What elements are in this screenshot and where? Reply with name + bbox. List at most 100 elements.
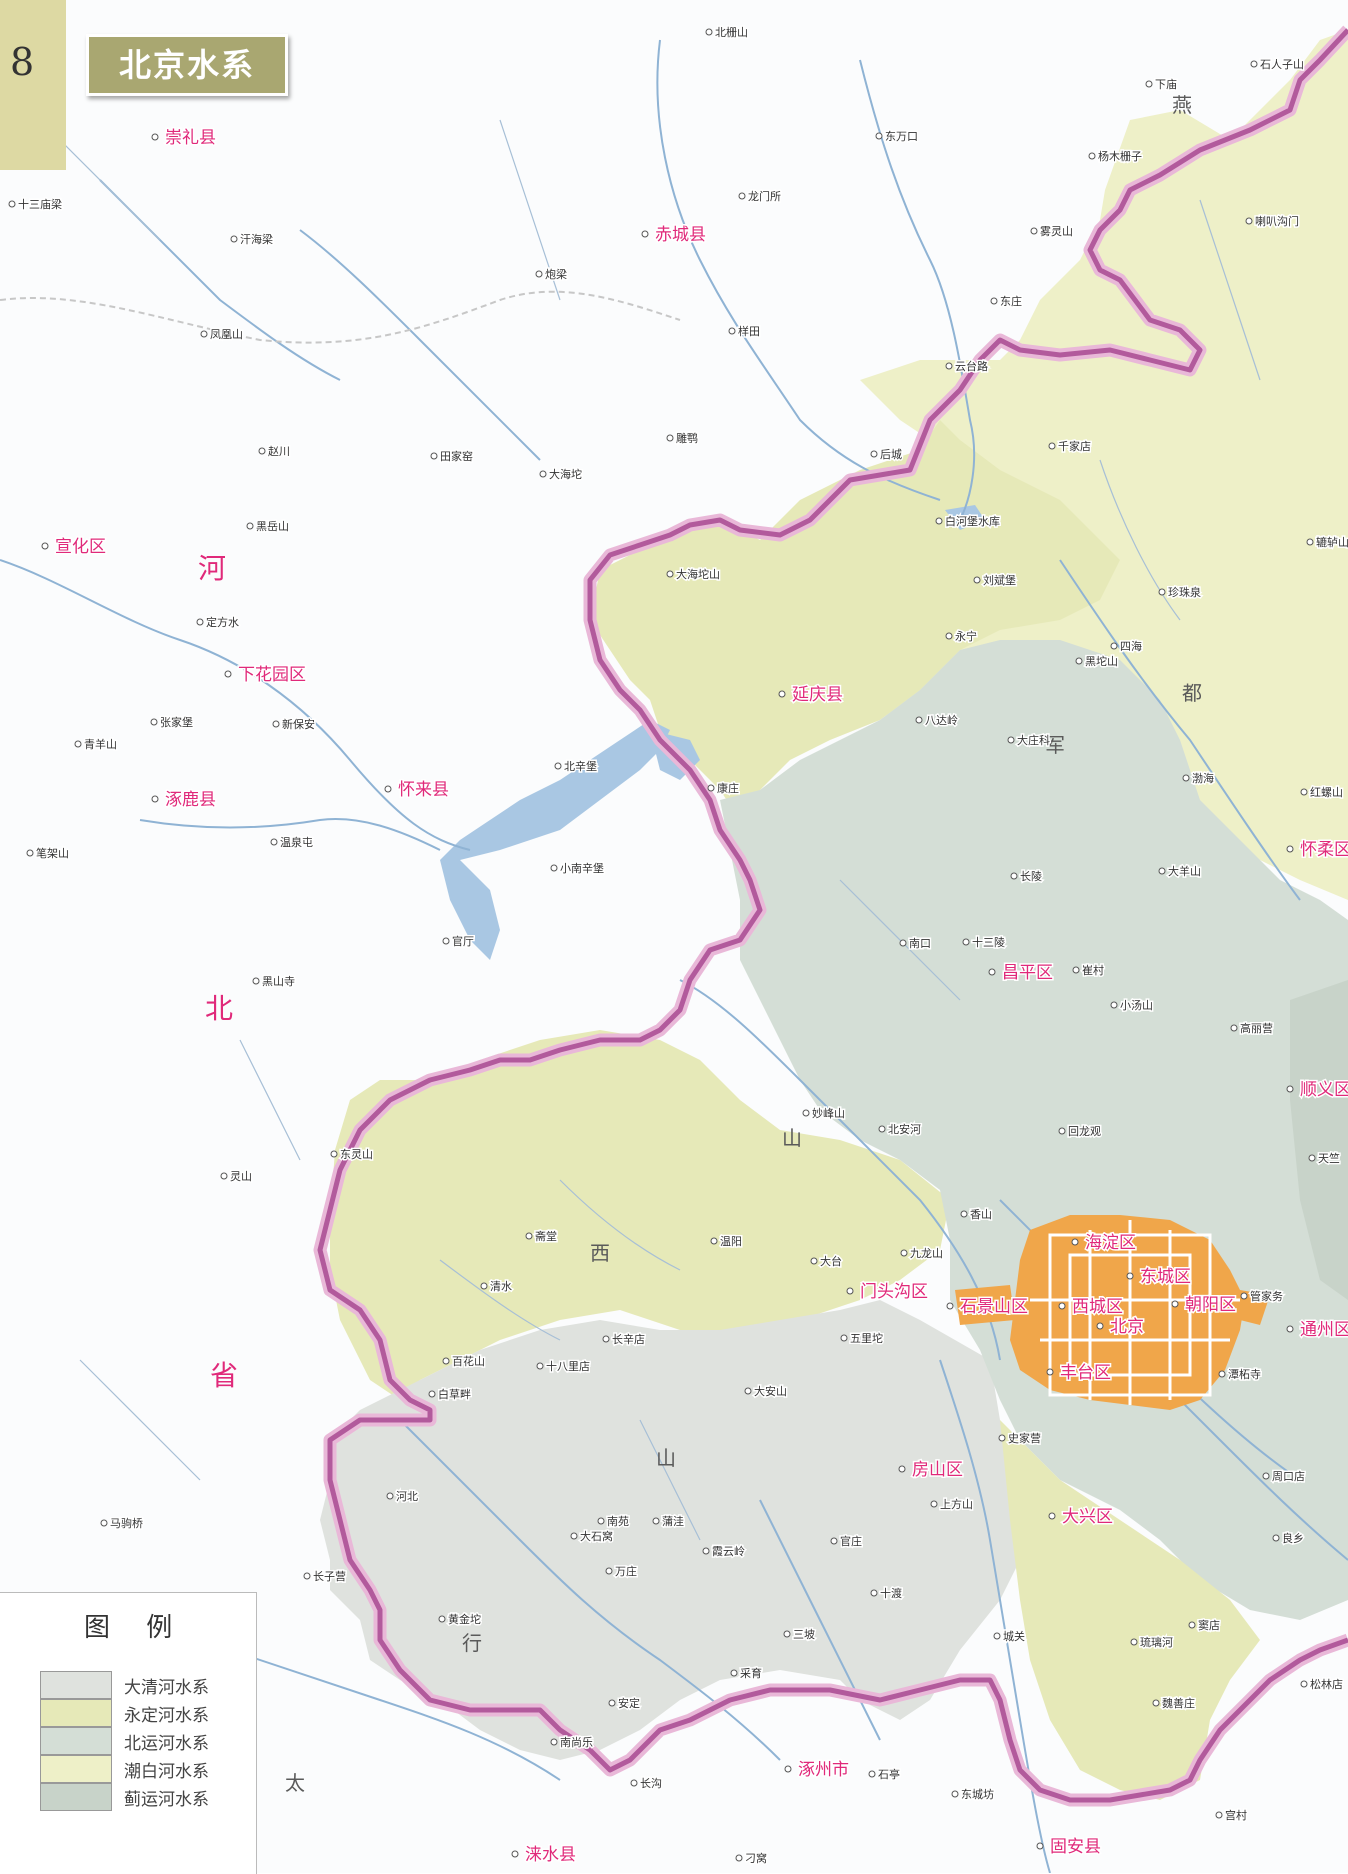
place-marker [1007,736,1015,744]
place-marker [430,452,438,460]
legend-label: 蓟运河水系 [124,1790,209,1810]
place-label: 十三庙梁 [18,197,62,211]
place-label: 北辛堡 [564,759,597,773]
place-label: 崔村 [1082,963,1104,977]
place-label: 样田 [738,324,760,338]
place-label: 北安河 [888,1122,921,1136]
admin-label-daxing: 大兴区 [1062,1507,1113,1527]
place-label: 蒲洼 [662,1514,684,1528]
place-marker [945,632,953,640]
admin-seat-marker [1286,1325,1294,1333]
place-marker [1300,788,1308,796]
place-marker [728,327,736,335]
place-label: 杨木栅子 [1098,149,1142,163]
place-label: 雾灵山 [1040,225,1073,238]
place-marker [536,1362,544,1370]
place-label: 妙峰山 [812,1106,845,1120]
place-marker [666,570,674,578]
admin-label-chaoyang: 朝阳区 [1185,1295,1236,1315]
place-marker [550,864,558,872]
admin-label-xuanhua: 宣化区 [55,537,106,557]
legend-item: 永定河水系 [40,1699,250,1727]
place-label: 雕鹗 [676,431,698,445]
place-marker [960,1210,968,1218]
admin-label-tongzhou: 通州区 [1300,1320,1348,1340]
place-marker [810,1257,818,1265]
place-marker [1030,227,1038,235]
place-label: 刁窝 [745,1851,767,1865]
place-marker [597,1517,605,1525]
legend-swatch [40,1671,112,1699]
place-marker [840,1334,848,1342]
place-marker [899,939,907,947]
place-label: 大庄科 [1017,733,1050,747]
place-label: 周口店 [1272,1469,1305,1483]
place-marker [26,849,34,857]
place-marker [196,618,204,626]
place-marker [525,1232,533,1240]
place-marker [1158,588,1166,596]
daqing-basin-south [1000,1420,1260,1800]
admin-seat-marker [1048,1512,1056,1520]
place-label: 高丽营 [1240,1021,1273,1035]
urban-area [955,1215,1270,1410]
place-label: 三坡 [793,1628,815,1641]
admin-seat-marker [946,1302,954,1310]
place-marker [951,1790,959,1798]
place-label: 天竺 [1318,1151,1340,1165]
place-marker [710,1237,718,1245]
page-number: 8 [10,40,35,84]
place-label: 长子营 [313,1569,346,1583]
admin-seat-marker [846,1287,854,1295]
place-marker [1010,872,1018,880]
admin-label-xiahuayuan: 下花园区 [238,665,306,685]
place-label: 城关 [1003,1629,1025,1643]
place-label: 珍珠泉 [1168,585,1201,599]
place-marker [428,1390,436,1398]
place-label: 凤凰山 [210,328,243,341]
place-marker [930,1500,938,1508]
legend-label: 潮白河水系 [124,1762,209,1782]
admin-label-dongcheng: 东城区 [1140,1267,1191,1287]
place-label: 黄金坨 [448,1612,481,1626]
place-label: 魏善庄 [1162,1696,1195,1710]
place-marker [915,716,923,724]
admin-seat-marker [1071,1238,1079,1246]
place-label: 大海坨山 [676,567,720,581]
place-marker [1145,80,1153,88]
place-label: 黑岳山 [256,520,289,533]
beijing-boundary [317,28,1348,1803]
place-label: 红螺山 [1310,786,1343,799]
place-marker [652,1517,660,1525]
map-title: 北京水系 [86,34,288,96]
place-label: 良乡 [1282,1531,1304,1545]
place-label: 潭柘寺 [1228,1367,1261,1381]
admin-label-fangshan: 房山区 [912,1460,963,1480]
place-marker [386,1492,394,1500]
admin-seat-marker [1286,1085,1294,1093]
admin-seat-marker [41,542,49,550]
place-marker [802,1109,810,1117]
legend-item: 大清河水系 [40,1671,250,1699]
place-label: 炮梁 [545,267,567,281]
place-labels: 北栅山石人子山下庙东万口龙门所杨木栅子十三庙梁汗海梁炮梁凤凰山样田雾灵山喇叭沟门… [8,24,1348,1867]
admin-label-haidian: 海淀区 [1085,1233,1136,1253]
region-label-sheng: 省 [210,1359,238,1392]
place-label: 长沟 [640,1777,662,1790]
place-marker [666,434,674,442]
place-label: 五里坨 [850,1331,883,1345]
place-label: 霞云岭 [712,1544,745,1558]
place-marker [998,1434,1006,1442]
admin-label-shijingshan: 石景山区 [960,1297,1028,1317]
admin-label-chongli: 崇礼县 [165,128,216,148]
place-label: 上方山 [940,1497,973,1511]
place-marker [1130,1638,1138,1646]
place-marker [1058,1127,1066,1135]
place-marker [630,1779,638,1787]
place-label: 下庙 [1155,77,1177,91]
admin-label-xicheng: 西城区 [1072,1297,1123,1317]
place-marker [246,522,254,530]
place-label: 十八里店 [546,1359,590,1373]
